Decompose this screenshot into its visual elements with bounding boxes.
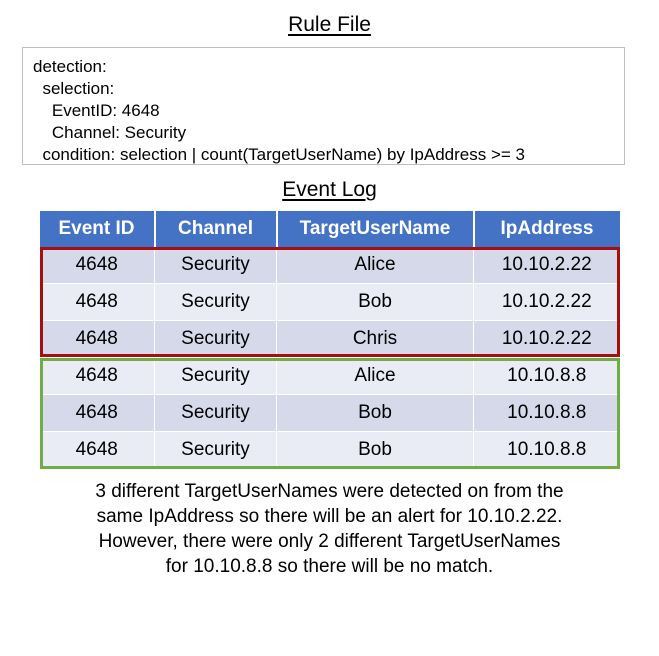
event-log-table: Event ID Channel TargetUserName IpAddres… <box>39 211 620 469</box>
cell-channel: Security <box>154 247 277 284</box>
cell-ip-address: 10.10.8.8 <box>473 394 620 432</box>
cell-event-id: 4648 <box>39 431 155 469</box>
cell-channel: Security <box>154 357 277 395</box>
column-header-ip-address: IpAddress <box>472 211 620 247</box>
cell-ip-address: 10.10.8.8 <box>473 357 620 395</box>
cell-ip-address: 10.10.8.8 <box>473 431 620 469</box>
cell-event-id: 4648 <box>39 394 155 432</box>
cell-event-id: 4648 <box>39 357 155 395</box>
cell-channel: Security <box>154 394 277 432</box>
table-row: 4648 Security Alice 10.10.2.22 <box>39 247 620 284</box>
rule-line-selection: selection: <box>33 79 115 98</box>
cell-target-user-name: Bob <box>276 283 474 321</box>
cell-ip-address: 10.10.2.22 <box>473 283 620 321</box>
rule-file-title-text: Rule File <box>288 13 371 36</box>
cell-target-user-name: Alice <box>276 247 474 284</box>
cell-target-user-name: Bob <box>276 394 474 432</box>
cell-event-id: 4648 <box>39 320 155 358</box>
explanation-caption: 3 different TargetUserNames were detecte… <box>95 481 564 577</box>
event-log-title: Event Log <box>0 177 659 203</box>
table-row: 4648 Security Bob 10.10.8.8 <box>39 431 620 469</box>
cell-event-id: 4648 <box>39 283 155 321</box>
cell-target-user-name: Bob <box>276 431 474 469</box>
rule-line-eventid: EventID: 4648 <box>33 101 160 120</box>
cell-channel: Security <box>154 283 277 321</box>
table-row: 4648 Security Alice 10.10.8.8 <box>39 357 620 395</box>
table-row: 4648 Security Bob 10.10.2.22 <box>39 283 620 321</box>
table-row: 4648 Security Bob 10.10.8.8 <box>39 394 620 432</box>
cell-target-user-name: Chris <box>276 320 474 358</box>
rule-line-detection: detection: <box>33 57 107 76</box>
column-header-channel: Channel <box>153 211 278 247</box>
rule-line-condition: condition: selection | count(TargetUserN… <box>33 145 525 164</box>
cell-ip-address: 10.10.2.22 <box>473 247 620 284</box>
cell-channel: Security <box>154 320 277 358</box>
rule-line-channel: Channel: Security <box>33 123 187 142</box>
column-header-target-user-name: TargetUserName <box>275 211 475 247</box>
table-row: 4648 Security Chris 10.10.2.22 <box>39 320 620 358</box>
event-log-title-text: Event Log <box>282 178 377 201</box>
cell-target-user-name: Alice <box>276 357 474 395</box>
rule-file-box: detection: selection: EventID: 4648 Chan… <box>22 47 625 165</box>
column-header-event-id: Event ID <box>39 211 156 247</box>
table-header-row: Event ID Channel TargetUserName IpAddres… <box>39 211 620 247</box>
cell-channel: Security <box>154 431 277 469</box>
cell-ip-address: 10.10.2.22 <box>473 320 620 358</box>
event-log-table-wrap: Event ID Channel TargetUserName IpAddres… <box>39 211 620 469</box>
rule-file-title: Rule File <box>0 12 659 38</box>
cell-event-id: 4648 <box>39 247 155 284</box>
